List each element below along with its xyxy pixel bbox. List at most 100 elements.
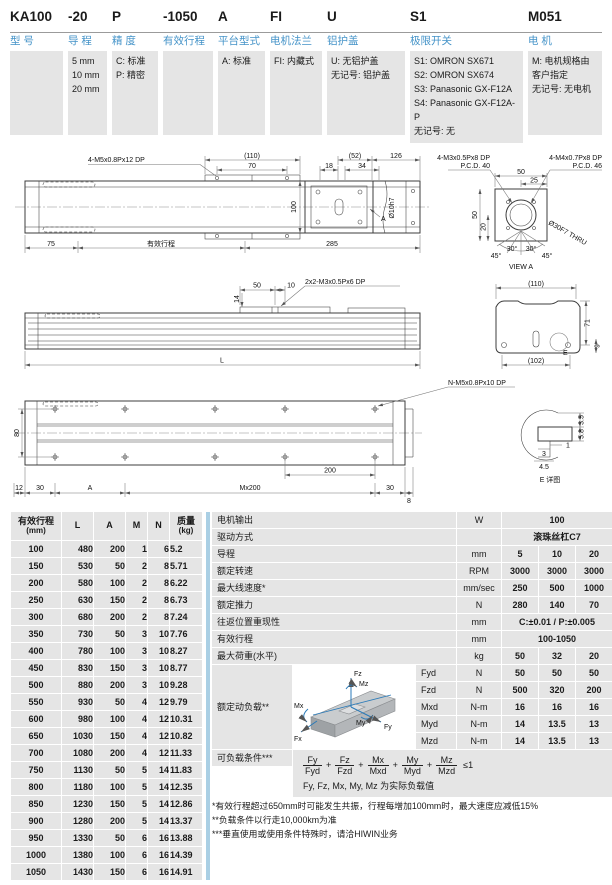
spec-value: 100 — [502, 511, 612, 528]
spec-label: 有效行程 — [212, 630, 456, 647]
table-cell: 14 — [148, 761, 169, 778]
dim-110-section: (110) — [528, 281, 544, 288]
load-rating-unit: N-m — [457, 698, 501, 715]
load-rating-value: 14 — [502, 732, 538, 749]
table-cell: 1230 — [62, 795, 93, 812]
load-rating-value: 320 — [539, 681, 575, 698]
spec-label: 导程 — [212, 545, 456, 562]
table-cell: 1330 — [62, 829, 93, 846]
dynamic-load-block: 额定动负载** — [212, 664, 612, 749]
model-code-field-label: 导 程 — [68, 35, 92, 47]
spec-unit: mm/sec — [457, 579, 501, 596]
table-cell: 10 — [148, 625, 169, 642]
table-cell: 900 — [11, 812, 61, 829]
model-code-field-label: 精 度 — [112, 35, 136, 47]
load-rating-value: 13.5 — [539, 732, 575, 749]
load-rating-name: Fyd — [416, 664, 456, 681]
table-cell: 1180 — [62, 778, 93, 795]
e-detail: 3.5 5.8 1 3 4.5 E 详图 — [520, 409, 586, 484]
axis-mz: Mz — [359, 681, 369, 688]
table-cell: 950 — [11, 829, 61, 846]
spec-value: 250 — [502, 579, 538, 596]
load-rating-value: 16 — [576, 698, 612, 715]
view-a: 50 25 4-M3x0.5Px8 DP P.C.D. 40 4-M4x0.7P… — [437, 155, 602, 271]
table-cell: 200 — [94, 812, 125, 829]
table-cell: 16 — [148, 863, 169, 880]
axis-fx: Fx — [294, 736, 302, 743]
spec-unit: mm — [457, 613, 501, 630]
spec-row: 驱动方式滚珠丝杠C7 — [212, 528, 612, 545]
model-code-option: C: 标准 — [116, 56, 146, 66]
table-cell: 6 — [126, 846, 147, 863]
mounting-holes — [51, 404, 379, 461]
table-cell: 480 — [62, 540, 93, 557]
dim-52: (52) — [349, 153, 361, 160]
fraction-denominator: Fzd — [335, 764, 355, 776]
table-cell: 550 — [11, 693, 61, 710]
table-cell: 12.35 — [170, 778, 202, 795]
model-code-segment: FI — [270, 9, 282, 24]
load-rating-name: Mzd — [416, 732, 456, 749]
table-cell: 150 — [94, 863, 125, 880]
load-rating-value: 13 — [576, 715, 612, 732]
table-cell: 650 — [11, 727, 61, 744]
table-cell: 100 — [94, 574, 125, 591]
table-cell: 6 — [126, 863, 147, 880]
table-cell: 10 — [148, 659, 169, 676]
dim-100: 100 — [291, 201, 298, 213]
dim-30-right: 30 — [386, 485, 394, 492]
table-cell: 3 — [126, 625, 147, 642]
top-view-drawing: 4-M5x0.8Px12 DP (110) 70 18 (52) 34 126 … — [15, 153, 602, 271]
dim-3-5: 3.5 — [579, 415, 586, 425]
table-cell: 200 — [94, 540, 125, 557]
spec-value: 1000 — [576, 579, 612, 596]
table-cell: 200 — [94, 676, 125, 693]
table-cell: 150 — [94, 795, 125, 812]
axis-mx: Mx — [294, 703, 304, 710]
load-condition-note: Fy, Fz, Mx, My, Mz 为实际负载值 — [303, 781, 435, 792]
table-cell: 3 — [126, 642, 147, 659]
angle-45-right: 45° — [542, 252, 553, 260]
spec-value: 3000 — [539, 562, 575, 579]
dim-mx200: Mx200 — [239, 485, 260, 492]
model-code-option: FI: 内藏式 — [274, 56, 314, 66]
dim-70: 70 — [248, 163, 256, 170]
model-code-segment: A — [218, 9, 228, 24]
table-cell: 50 — [94, 625, 125, 642]
table-cell: 5 — [126, 778, 147, 795]
table-cell: 150 — [94, 591, 125, 608]
table-cell: 6.22 — [170, 574, 202, 591]
dim-50: 50 — [253, 282, 261, 289]
model-code-field-label: 铝护盖 — [327, 35, 359, 47]
spec-label: 电机输出 — [212, 511, 456, 528]
table-cell: 1280 — [62, 812, 93, 829]
table-cell: 850 — [11, 795, 61, 812]
table-cell: 350 — [11, 625, 61, 642]
table-cell: 930 — [62, 693, 93, 710]
dim-1: 1 — [566, 442, 570, 449]
footnotes: *有效行程超过650mm时可能发生共振，行程每增加100mm时，最大速度应减低1… — [212, 800, 612, 841]
table-cell: 1130 — [62, 761, 93, 778]
spec-value: 100-1050 — [502, 630, 612, 647]
fraction-numerator: Mz — [440, 754, 453, 765]
table-cell: 3 — [126, 659, 147, 676]
table-cell: 10.31 — [170, 710, 202, 727]
spec-value: 50 — [502, 647, 538, 664]
table-cell: 11.83 — [170, 761, 202, 778]
